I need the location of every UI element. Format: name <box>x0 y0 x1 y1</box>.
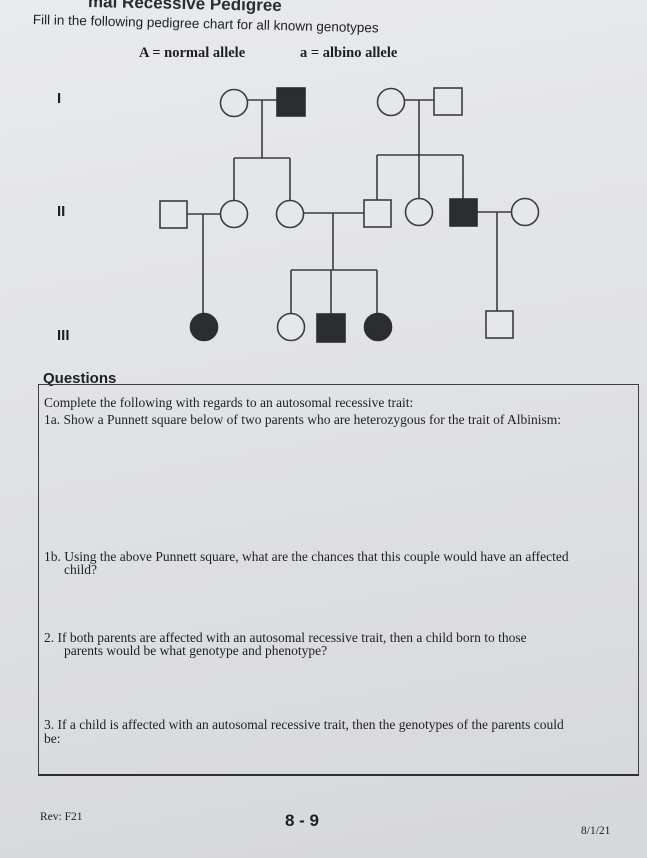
questions-intro: Complete the following with regards to a… <box>44 395 414 410</box>
question-2-line-2: parents would be what genotype and pheno… <box>64 643 328 658</box>
female-unaffected <box>404 197 434 227</box>
revision-label: Rev: F21 <box>40 811 83 823</box>
female-affected <box>363 312 393 342</box>
female-unaffected <box>276 312 306 342</box>
question-1b-line-2: child? <box>64 562 97 577</box>
question-1b-line-1: 1b. Using the above Punnett square, what… <box>44 549 569 564</box>
questions-heading: Questions <box>43 370 117 387</box>
page-number: 8 - 9 <box>285 811 320 830</box>
female-unaffected <box>376 87 406 117</box>
female-unaffected <box>219 199 249 229</box>
male-unaffected <box>485 310 514 339</box>
female-affected <box>189 312 219 342</box>
questions-box <box>38 384 639 776</box>
male-affected <box>316 313 346 343</box>
female-unaffected <box>275 199 305 229</box>
male-unaffected <box>159 200 188 229</box>
question-2-line-1: 2. If both parents are affected with an … <box>44 630 527 645</box>
male-affected <box>276 87 306 117</box>
female-unaffected <box>510 197 540 227</box>
question-3-line-1: 3. If a child is affected with an autoso… <box>44 717 564 732</box>
male-unaffected <box>363 199 392 228</box>
generation-label-3: III <box>57 327 70 344</box>
male-affected <box>449 198 478 227</box>
male-unaffected <box>433 87 463 116</box>
pedigree-chart <box>159 87 540 343</box>
question-1a: 1a. Show a Punnett square below of two p… <box>44 412 562 427</box>
question-3-line-2: be: <box>44 731 61 746</box>
date-label: 8/1/21 <box>581 825 611 837</box>
allele-albino-label: a = albino allele <box>300 45 398 61</box>
generation-label-2: II <box>57 203 66 220</box>
generation-label-1: I <box>57 90 62 107</box>
allele-normal-label: A = normal allele <box>139 45 246 61</box>
female-unaffected <box>219 88 249 118</box>
pedigree-lines <box>187 99 512 314</box>
